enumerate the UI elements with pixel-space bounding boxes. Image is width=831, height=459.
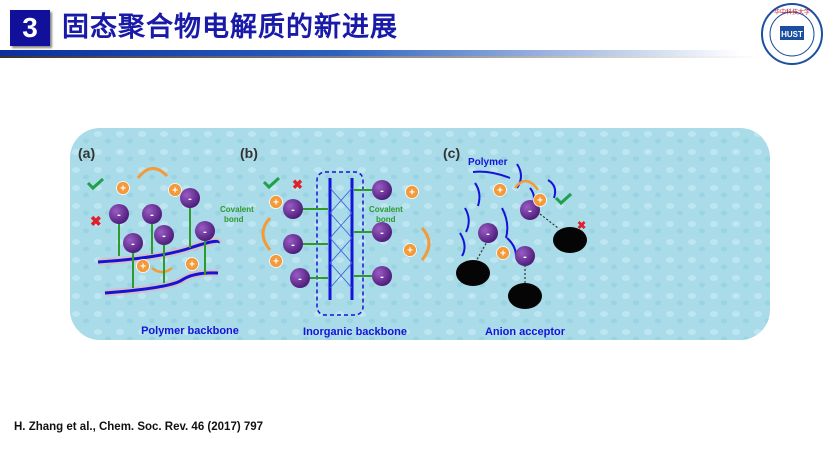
panel-b-caption: Inorganic backbone: [303, 326, 407, 338]
university-logo: HUST 华中科技大学: [761, 3, 823, 65]
cation-sphere: [496, 246, 510, 260]
panel-b-label: (b): [240, 145, 258, 161]
cation-sphere: [136, 259, 150, 273]
anion-sphere: [372, 266, 392, 286]
cation-sign: +: [273, 257, 279, 268]
title-divider-shadow: [0, 56, 760, 58]
anion-sphere: [520, 200, 540, 220]
svg-text:bond: bond: [224, 215, 244, 224]
hop-arrow: [136, 167, 169, 179]
panel-a: (a) ✖ Covalent bond Polymer backbone: [78, 145, 254, 337]
anion-sign: -: [486, 228, 490, 240]
anion-sign: -: [291, 239, 295, 251]
anion-sign: -: [291, 204, 295, 216]
check-icon: [554, 192, 573, 206]
anion-sign: -: [117, 209, 121, 221]
check-icon: [86, 177, 105, 191]
cation-sphere: [493, 183, 507, 197]
cation-sign: +: [273, 198, 279, 209]
anion-sphere: [372, 180, 392, 200]
anion-sign: -: [162, 230, 166, 242]
section-number: 3: [10, 10, 50, 46]
anion-sign: -: [523, 251, 527, 263]
svg-text:HUST: HUST: [781, 30, 803, 39]
panel-c-label: (c): [443, 145, 460, 161]
cation-sphere: [269, 254, 283, 268]
cation-sign: +: [537, 196, 543, 207]
hop-arrow: [151, 266, 173, 274]
svg-text:华中科技大学: 华中科技大学: [774, 8, 810, 16]
anion-acceptor: [456, 260, 490, 286]
title-divider: [0, 50, 740, 56]
cation-sign: +: [407, 246, 413, 257]
panel-a-label: (a): [78, 145, 95, 161]
anion-sphere: [142, 204, 162, 224]
anion-sign: -: [380, 271, 384, 283]
anion-sphere: [180, 188, 200, 208]
anion-sphere: [515, 246, 535, 266]
polymer-label: Polymer: [468, 157, 508, 168]
polymer-backbone: [97, 239, 220, 264]
cation-sphere: [269, 195, 283, 209]
svg-text:Covalent: Covalent: [220, 205, 254, 214]
panel-a-caption: Polymer backbone: [141, 325, 239, 337]
anion-sign: -: [203, 226, 207, 238]
anion-sphere: [283, 234, 303, 254]
anion-sphere: [372, 222, 392, 242]
cation-sign: +: [497, 186, 503, 197]
panel-c-caption: Anion acceptor: [485, 326, 566, 338]
panel-c: (c) Polymer ✖ Anion acceptor: [443, 145, 587, 338]
cation-sign: +: [140, 262, 146, 273]
cation-sign: +: [409, 188, 415, 199]
svg-text:bond: bond: [376, 215, 396, 224]
anion-sign: -: [131, 238, 135, 250]
anion-sphere: [290, 268, 310, 288]
electrolyte-figure: (a) ✖ Covalent bond Polymer backbone (b)…: [70, 128, 770, 340]
cation-sphere: [116, 181, 130, 195]
anion-sphere: [283, 199, 303, 219]
anion-sign: -: [188, 193, 192, 205]
cross-icon: ✖: [292, 177, 303, 192]
cation-sphere: [533, 193, 547, 207]
check-icon: [262, 176, 281, 190]
anion-sphere: [195, 221, 215, 241]
anion-sphere: [109, 204, 129, 224]
cation-sign: +: [500, 249, 506, 260]
anion-acceptor: [553, 227, 587, 253]
cation-sign: +: [120, 184, 126, 195]
anion-sign: -: [298, 273, 302, 285]
cross-icon: ✖: [577, 220, 586, 232]
slide-title: 固态聚合物电解质的新进展: [62, 12, 398, 43]
anion-sign: -: [380, 185, 384, 197]
citation: H. Zhang et al., Chem. Soc. Rev. 46 (201…: [14, 421, 264, 433]
anion-acceptor: [508, 283, 542, 309]
anion-sign: -: [150, 209, 154, 221]
anion-sign: -: [380, 227, 384, 239]
cation-sphere: [185, 257, 199, 271]
cation-sign: +: [172, 186, 178, 197]
panel-b: (b) ✖ Covalent bond Inorganic backbone: [240, 145, 431, 338]
anion-sphere: [478, 223, 498, 243]
cation-sphere: [403, 243, 417, 257]
cation-sphere: [405, 185, 419, 199]
svg-text:Covalent: Covalent: [369, 205, 403, 214]
cation-sign: +: [189, 260, 195, 271]
cross-icon: ✖: [90, 213, 102, 229]
anion-sphere: [154, 225, 174, 245]
cation-sphere: [168, 183, 182, 197]
anion-sign: -: [528, 205, 532, 217]
anion-sphere: [123, 233, 143, 253]
